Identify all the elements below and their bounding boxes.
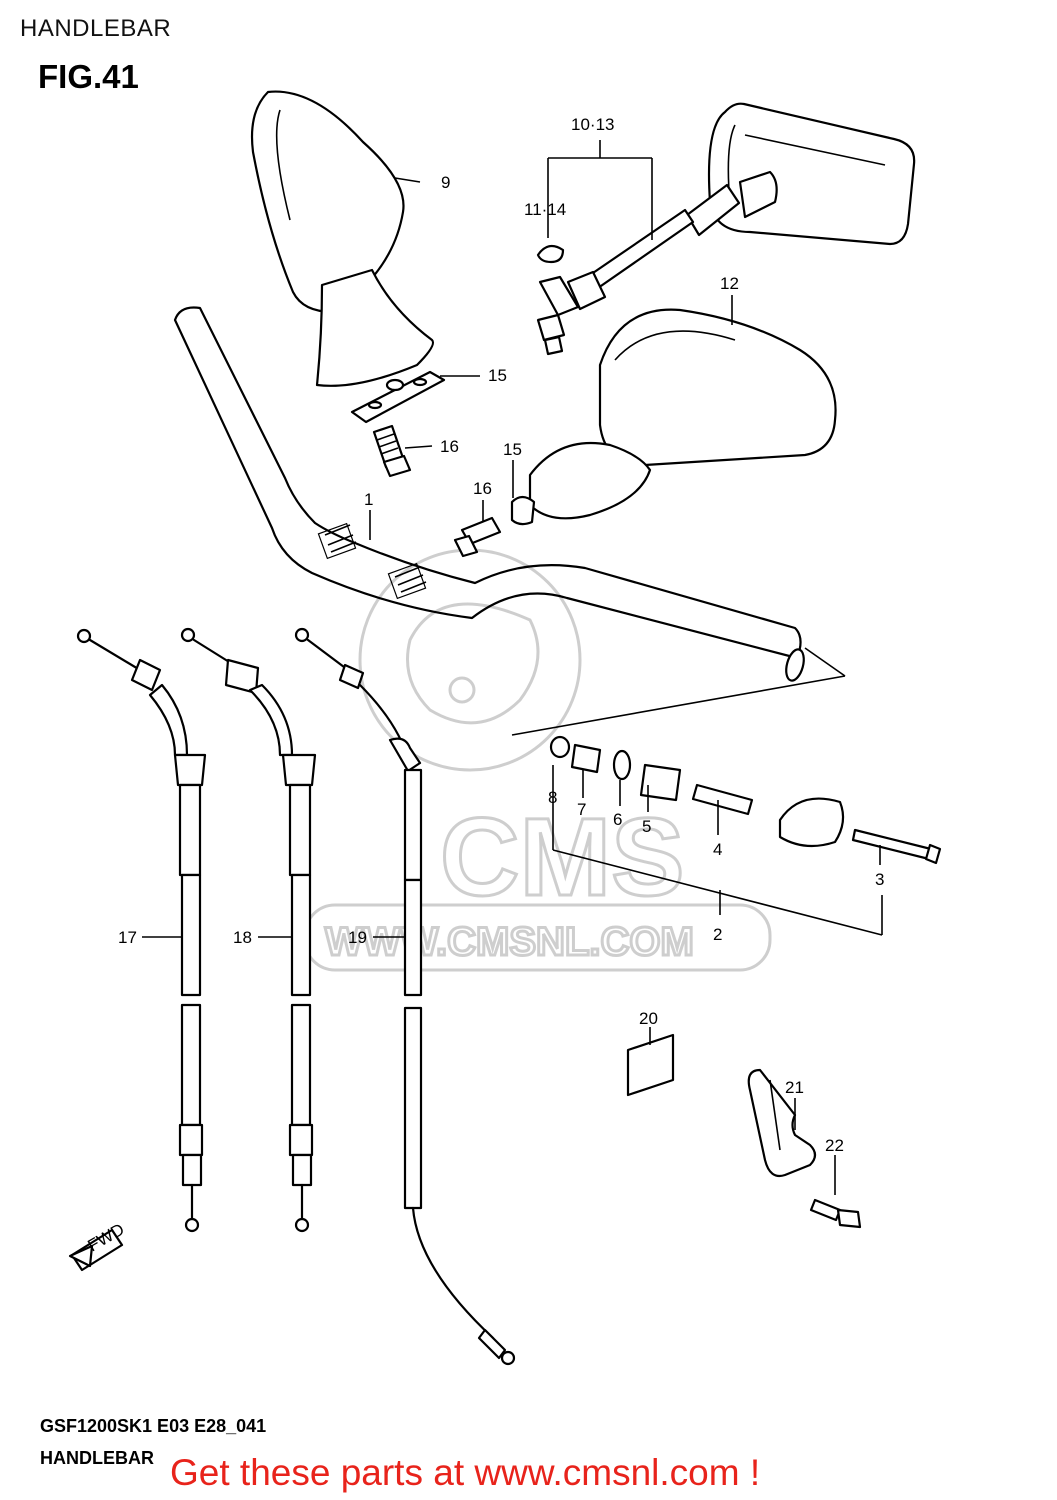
callout-16-right: 16: [473, 479, 492, 498]
callout-22: 22: [825, 1136, 844, 1155]
callout-5: 5: [642, 817, 651, 836]
callout-17: 17: [118, 928, 137, 947]
cable-throttle-2: [180, 627, 317, 1233]
diagram-code: GSF1200SK1 E03 E28_041: [40, 1416, 267, 1436]
cta-link[interactable]: Get these parts at www.cmsnl.com !: [170, 1452, 761, 1493]
callout-1: 1: [364, 490, 373, 509]
callout-15-left: 15: [488, 366, 507, 385]
mirror-bolt-right: [453, 516, 502, 558]
callout-7: 7: [577, 800, 586, 819]
callout-19: 19: [348, 928, 367, 947]
callout-10-13: 10·13: [571, 115, 614, 134]
page-title: HANDLEBAR: [20, 15, 172, 42]
cable-guide-bolt: [809, 1198, 862, 1229]
callout-8: 8: [548, 788, 557, 807]
callout-3: 3: [875, 870, 884, 889]
mirror-bracket: [350, 370, 446, 424]
bar-end-weight-set: [549, 735, 942, 865]
callout-labels: 1 2 3 4 5 6 7 8 9 10·13 11·14 12 15 15 1…: [118, 115, 884, 1155]
handlebar: [173, 306, 805, 682]
watermark-logo-eye: [448, 676, 476, 704]
callout-2: 2: [713, 925, 722, 944]
cable-clutch: [294, 627, 516, 1366]
callout-9: 9: [441, 173, 450, 192]
right-mirror-alt: [510, 308, 837, 526]
callout-18: 18: [233, 928, 252, 947]
callout-12: 12: [720, 274, 739, 293]
watermark-logo-head: [358, 548, 582, 772]
right-mirror: [536, 102, 916, 356]
watermark-brand: CMS: [440, 796, 684, 919]
callout-4: 4: [713, 840, 722, 859]
left-mirror: [250, 90, 435, 387]
callout-16-left: 16: [440, 437, 459, 456]
cable-guide: [747, 1068, 817, 1178]
figure-number: FIG.41: [38, 58, 139, 95]
callout-15-right: 15: [503, 440, 522, 459]
footer-title: HANDLEBAR: [40, 1448, 154, 1468]
cable-throttle-1: [76, 628, 207, 1233]
mirror-bolt-left: [372, 424, 412, 478]
callout-21: 21: [785, 1078, 804, 1097]
watermark: CMS WWW.CMSNL.COM: [303, 548, 772, 972]
watermark-url: WWW.CMSNL.COM: [325, 920, 694, 964]
leader-lines: [142, 140, 883, 1195]
watermark-logo-face: [406, 602, 540, 725]
callout-20: 20: [639, 1009, 658, 1028]
callout-11-14: 11·14: [524, 200, 566, 219]
fwd-arrow: FWD: [68, 1220, 128, 1272]
callout-6: 6: [613, 810, 622, 829]
label-sticker: [626, 1033, 675, 1097]
